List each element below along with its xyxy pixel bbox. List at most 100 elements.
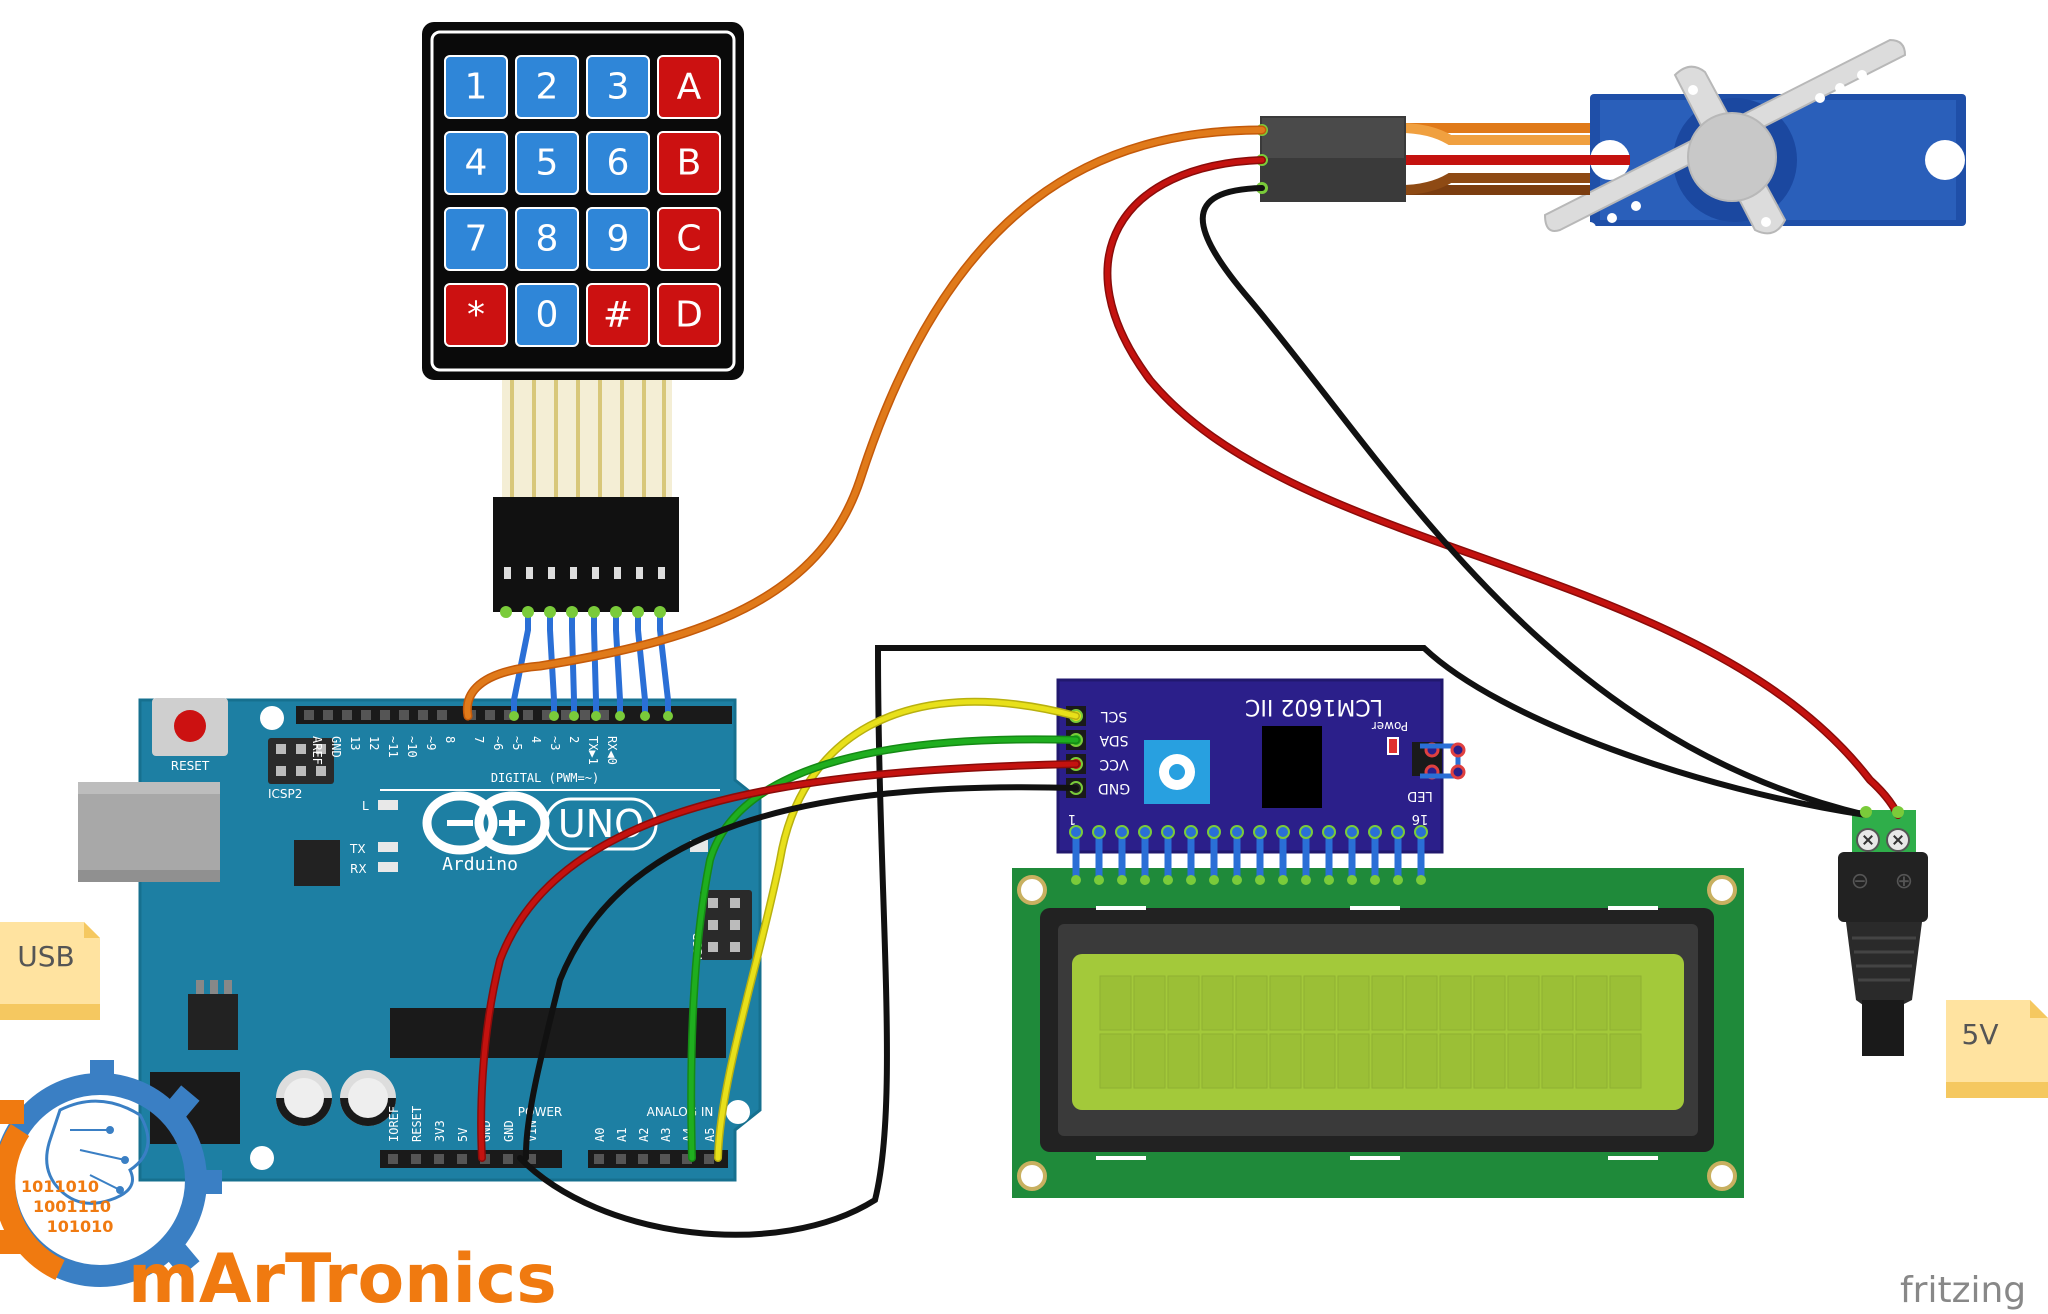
i2c-pin-16-label: 16 (1412, 811, 1429, 826)
lcd-cell (1371, 975, 1404, 1031)
lcd-cell (1133, 1033, 1166, 1089)
keypad-ribbon-cable (502, 380, 672, 500)
keypad-key (586, 207, 650, 271)
digital-pin-label: 2 (567, 736, 581, 743)
keypad-key-label: # (603, 295, 633, 336)
lcd-cell (1405, 1033, 1438, 1089)
lcd-cell (1201, 1033, 1234, 1089)
power-pin (457, 1154, 467, 1164)
i2c-pin-label: SCL (1101, 708, 1128, 724)
digital-pin-label: 8 (443, 736, 457, 743)
lcd-cell (1167, 1033, 1200, 1089)
keypad-key-label: 0 (536, 295, 559, 336)
digital-pin (361, 710, 371, 720)
keypad-key-label: C (676, 219, 701, 260)
analog-header-pins (594, 1154, 714, 1164)
power-pin-label: RESET (410, 1106, 424, 1142)
keypad-key (444, 207, 508, 271)
arduino-pcb (140, 700, 760, 1180)
digital-pin-label: ~10 (405, 736, 419, 758)
lcd-cell (1473, 1033, 1506, 1089)
digital-label: DIGITAL (PWM=~) (491, 771, 599, 785)
analog-pin-label: A5 (703, 1128, 717, 1142)
keypad-key (586, 131, 650, 195)
five-v-note-label: 5V (1962, 1018, 1999, 1051)
led-tx-label: TX (349, 842, 366, 856)
digital-pin-label: 4 (529, 736, 543, 743)
lcd-cell (1609, 1033, 1642, 1089)
keypad-connector-slots (504, 567, 665, 579)
lcd-cell (1439, 975, 1472, 1031)
keypad-key-label: 3 (607, 67, 630, 108)
gear-logo: 1011010 1001110 101010 (0, 1060, 222, 1287)
digital-pin-label: ~11 (386, 736, 400, 758)
usb-note-label: USB (17, 940, 74, 973)
lcd-cell (1541, 1033, 1574, 1089)
digital-pin-label: ~9 (424, 736, 438, 750)
digital-pin-label: 13 (348, 736, 362, 750)
lcd-cell (1337, 1033, 1370, 1089)
digital-pin (399, 710, 409, 720)
digital-pin-label: TX▶1 (586, 736, 600, 765)
power-pin (434, 1154, 444, 1164)
lcd-cell (1609, 975, 1642, 1031)
keypad-connector (493, 497, 679, 612)
lcd-cell (1201, 975, 1234, 1031)
power-header (380, 1150, 562, 1168)
i2c-lcd-pins (1069, 825, 1428, 885)
i2c-pcb (1058, 680, 1442, 852)
analog-label: ANALOG IN (647, 1105, 714, 1119)
keypad-key (586, 55, 650, 119)
keypad-key-label: * (467, 295, 485, 336)
keypad-wire (657, 609, 671, 719)
binary-line-1: 1011010 (21, 1177, 99, 1196)
lcd-cell (1337, 975, 1370, 1031)
power-pin (411, 1154, 421, 1164)
power-pin-label: 3V3 (433, 1120, 447, 1142)
keypad-key (515, 283, 579, 347)
keypad-key-label: B (677, 143, 702, 184)
digital-pin-label: RX◀0 (605, 736, 619, 765)
binary-line-3: 101010 (47, 1217, 114, 1236)
keypad-key (444, 131, 508, 195)
led-tx (378, 842, 398, 852)
digital-header-pins (304, 710, 609, 720)
analog-pin-label: A1 (615, 1128, 629, 1142)
led-l-label: L (362, 799, 369, 813)
digital-pin (542, 710, 552, 720)
lcd-cell (1405, 975, 1438, 1031)
servo-horn-holes (1584, 70, 1867, 234)
power-pin (503, 1154, 513, 1164)
keypad-wire (569, 609, 577, 719)
lcd-cell (1167, 975, 1200, 1031)
digital-pin (304, 710, 314, 720)
i2c-pin-1-label: 1 (1068, 811, 1076, 826)
jack-plus-label: ⊕ (1895, 869, 1913, 894)
analog-pin (594, 1154, 604, 1164)
i2c-pin-label: GND (1098, 780, 1130, 796)
lcd-display (1012, 868, 1744, 1198)
voltage-regulator (188, 994, 238, 1050)
keypad-key (657, 55, 721, 119)
power-pin (526, 1154, 536, 1164)
keypad-key-label: 7 (465, 219, 488, 260)
martronics-brand: mArTronics (128, 1240, 557, 1314)
microcontroller-chip (390, 1008, 726, 1058)
binary-line-2: 1001110 (33, 1197, 111, 1216)
ground-loop-wire (517, 645, 1869, 1238)
keypad-wire (591, 609, 599, 719)
i2c-power-led (1387, 737, 1399, 755)
digital-pin-label: GND (329, 736, 343, 758)
digital-pin (323, 710, 333, 720)
usb-chip (294, 840, 340, 886)
i2c-chip (1262, 726, 1322, 808)
keypad-key (657, 207, 721, 271)
lcd-cell (1439, 1033, 1472, 1089)
i2c-power-label: Power (1372, 719, 1408, 733)
usb-note: USB (0, 922, 100, 1020)
keypad-key-label: 5 (536, 143, 559, 184)
